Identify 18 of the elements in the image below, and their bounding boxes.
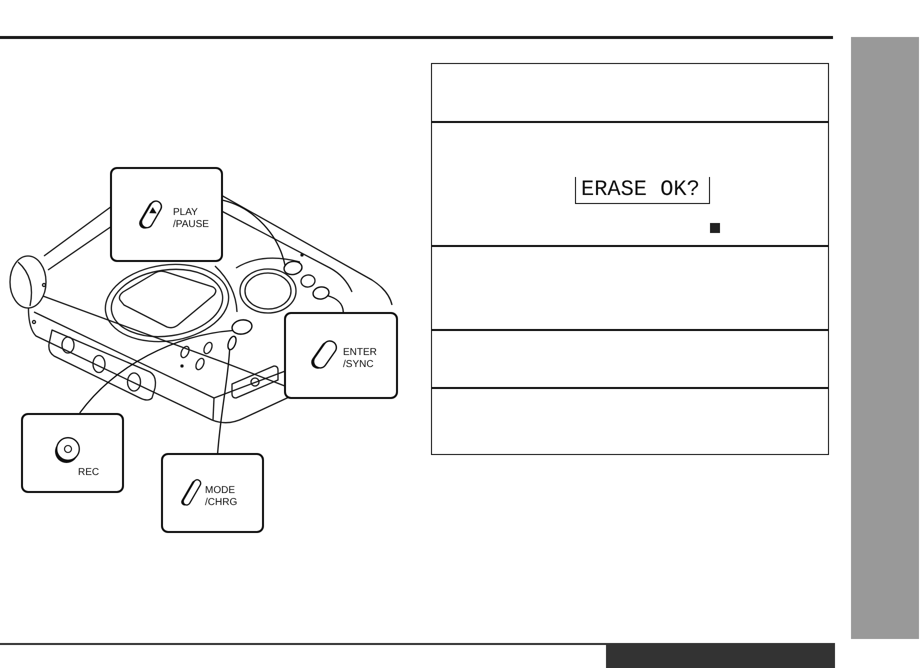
callout-label: REC bbox=[78, 467, 100, 479]
leader-line bbox=[217, 350, 230, 454]
device-button bbox=[227, 336, 237, 350]
lcd-display: ERASE OK? bbox=[575, 177, 710, 204]
callout-label: MODE /CHRG bbox=[205, 485, 238, 509]
device-button bbox=[283, 260, 303, 276]
callout-label: PLAY /PAUSE bbox=[173, 207, 209, 231]
callout-box bbox=[284, 312, 398, 399]
leader-line bbox=[79, 330, 233, 414]
callout-box bbox=[21, 413, 124, 493]
device-button bbox=[231, 319, 253, 335]
callout-box bbox=[110, 167, 223, 262]
side-tab bbox=[851, 37, 919, 639]
callout-label: ENTER /SYNC bbox=[343, 347, 377, 371]
callout-box bbox=[161, 453, 264, 533]
leader-line bbox=[222, 200, 286, 266]
leader-line bbox=[328, 295, 344, 312]
device-button bbox=[312, 286, 330, 300]
